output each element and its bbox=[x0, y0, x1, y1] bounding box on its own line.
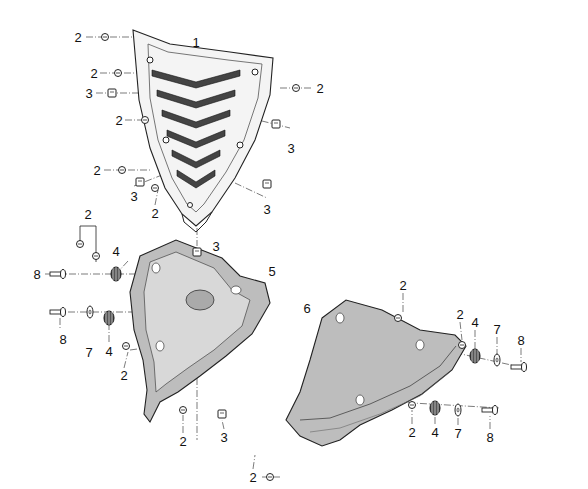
callout-number: 2 bbox=[91, 163, 102, 178]
grille-slat bbox=[177, 170, 215, 188]
callout-number: 2 bbox=[397, 278, 408, 293]
grille-slat bbox=[157, 90, 235, 108]
grille-slat bbox=[167, 130, 225, 148]
leader-lines bbox=[45, 37, 525, 477]
callout-number: 4 bbox=[103, 344, 114, 359]
callout-number: 8 bbox=[484, 430, 495, 445]
callout-number: 2 bbox=[177, 434, 188, 449]
grille-slat bbox=[162, 110, 230, 128]
callout-number: 3 bbox=[128, 189, 139, 204]
callout-number: 2 bbox=[88, 66, 99, 81]
left-lower-cowl bbox=[130, 240, 270, 422]
callout-number: 3 bbox=[218, 430, 229, 445]
callout-number: 4 bbox=[469, 315, 480, 330]
callout-number: 3 bbox=[83, 86, 94, 101]
callout-number: 2 bbox=[314, 81, 325, 96]
callout-number: 2 bbox=[118, 368, 129, 383]
callout-number: 7 bbox=[491, 322, 502, 337]
callout-number: 2 bbox=[113, 113, 124, 128]
callout-number: 3 bbox=[261, 202, 272, 217]
callout-number: 7 bbox=[83, 345, 94, 360]
callout-number: 6 bbox=[301, 301, 312, 316]
callout-number: 2 bbox=[454, 307, 465, 322]
callout-number: 8 bbox=[515, 333, 526, 348]
callout-number: 7 bbox=[452, 426, 463, 441]
callout-number: 3 bbox=[285, 141, 296, 156]
callout-number: 2 bbox=[247, 470, 258, 485]
callout-number: 2 bbox=[72, 30, 83, 45]
grille-slat bbox=[172, 150, 220, 168]
callout-number: 4 bbox=[110, 244, 121, 259]
callout-number: 2 bbox=[149, 206, 160, 221]
callout-number: 8 bbox=[31, 267, 42, 282]
callout-number: 8 bbox=[57, 332, 68, 347]
callout-number: 2 bbox=[406, 425, 417, 440]
callout-number: 5 bbox=[266, 264, 277, 279]
callout-number: 3 bbox=[210, 239, 221, 254]
callout-number: 1 bbox=[190, 35, 201, 50]
callout-number: 2 bbox=[82, 207, 93, 222]
right-lower-cowl bbox=[286, 300, 466, 446]
callout-number: 4 bbox=[429, 425, 440, 440]
grille-slat bbox=[152, 70, 240, 88]
grille-cover bbox=[133, 30, 273, 232]
